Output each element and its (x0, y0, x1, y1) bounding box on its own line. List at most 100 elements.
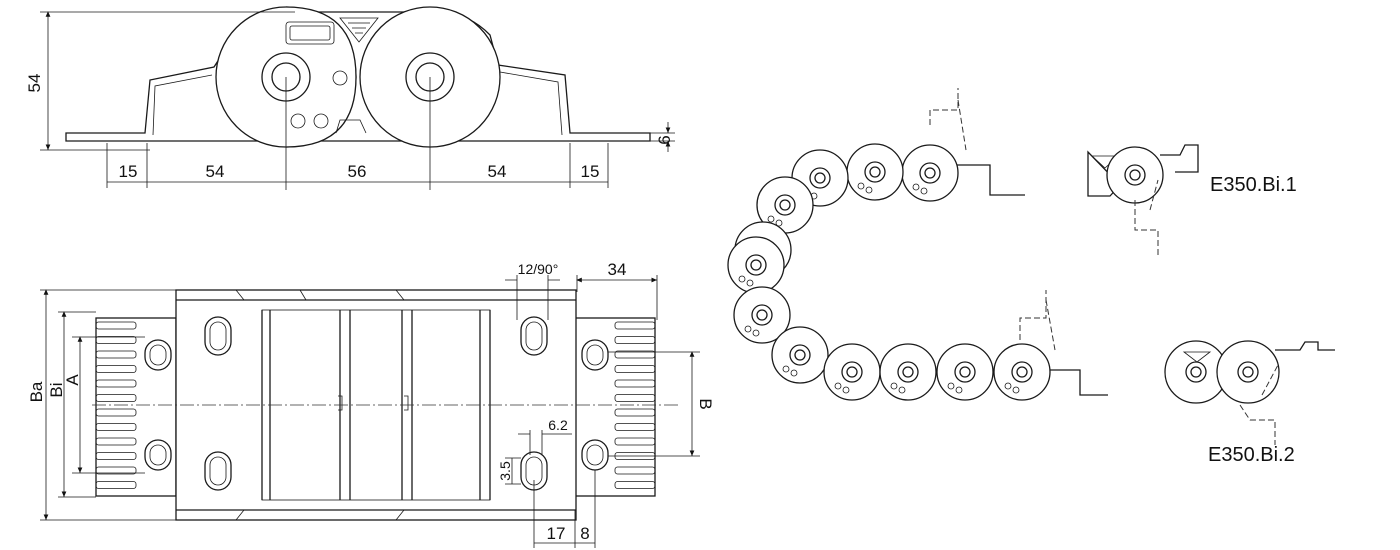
dim-56: 56 (348, 162, 367, 181)
chain-link-disc (993, 343, 1051, 401)
chain-link-hole (955, 386, 963, 394)
chain-link-disc (727, 236, 785, 294)
chain-link-hole (947, 382, 955, 390)
left-comb (95, 317, 177, 497)
chain-link-hole (1004, 382, 1012, 390)
chain-link-disc (936, 343, 994, 401)
comb-tooth (614, 365, 656, 373)
variant-e350-bi-1: E350.Bi.1 (1087, 144, 1297, 258)
comb-tooth (95, 394, 137, 402)
comb-tooth (95, 379, 137, 388)
comb-tooth (95, 365, 137, 373)
top-view: Ba Bi A B 12/90° 34 6.2 3.5 17 8 (27, 260, 715, 548)
chain-link-bore (846, 366, 858, 378)
comb-tooth (95, 350, 137, 359)
dim-bi: Bi (47, 382, 66, 397)
chain-link-pin (841, 361, 863, 383)
chain-assembly (727, 88, 1108, 401)
chain-link-bore (902, 366, 914, 378)
chain-link (993, 343, 1051, 401)
chain-link-bore (756, 309, 768, 321)
chain-link-hole (890, 382, 898, 390)
chain-link (823, 343, 881, 401)
chain-link-pin (745, 254, 767, 276)
comb-tooth (95, 452, 137, 460)
dim-b: B (696, 398, 715, 409)
chain-link-hole (775, 219, 783, 227)
chain-link (846, 143, 904, 201)
chain-link-bore (814, 172, 826, 184)
chain-link-bore (959, 366, 971, 378)
chain-link-disc (733, 286, 791, 344)
chain-link-bore (779, 199, 791, 211)
comb-tooth (95, 408, 137, 417)
chain-link-pin (897, 361, 919, 383)
chain-link (733, 286, 791, 344)
chain-link (901, 144, 959, 202)
dim-hole-w: 6.2 (548, 417, 568, 433)
chain-link-bore (750, 259, 762, 271)
side-view: 54 6 15 54 56 54 15 (25, 6, 675, 190)
dim-8: 8 (580, 524, 589, 543)
comb-tooth (95, 336, 137, 344)
chain-link-disc (823, 343, 881, 401)
chain-link-pin (1011, 361, 1033, 383)
comb-tooth (614, 437, 656, 446)
chain-link-bore (794, 349, 806, 361)
chain-link-hole (738, 275, 746, 283)
chain-link (879, 343, 937, 401)
chain-link-hole (782, 365, 790, 373)
variant-2-label: E350.Bi.2 (1208, 444, 1295, 466)
dim-15-left: 15 (119, 162, 138, 181)
chain-link-pin (789, 344, 811, 366)
comb-tooth (95, 466, 137, 475)
chain-link-hole (767, 215, 775, 223)
chain-link-hole (752, 329, 760, 337)
chain-link-bore (924, 167, 936, 179)
chain-link-hole (857, 182, 865, 190)
comb-tooth (614, 379, 656, 388)
dim-width: 34 (608, 260, 627, 279)
chain-link-disc (771, 326, 829, 384)
chain-link-hole (920, 187, 928, 195)
chain-link-disc (846, 143, 904, 201)
chain-link-hole (898, 386, 906, 394)
comb-tooth (614, 350, 656, 359)
chain-link-hole (842, 386, 850, 394)
comb-tooth (95, 437, 137, 446)
chain-link-hole (744, 325, 752, 333)
chain-link-pin (954, 361, 976, 383)
chain-link-disc (879, 343, 937, 401)
chain-link-hole (865, 186, 873, 194)
chain-link-pin (919, 162, 941, 184)
chain-link-hole (1012, 386, 1020, 394)
comb-tooth (614, 466, 656, 475)
chain-link-hole (912, 183, 920, 191)
dim-15-right: 15 (581, 162, 600, 181)
height-dim: 54 (25, 74, 44, 93)
comb-tooth (614, 321, 656, 330)
chain-link (936, 343, 994, 401)
dim-ba: Ba (27, 381, 46, 402)
dim-hole-h: 3.5 (497, 461, 513, 481)
dim-54-left: 54 (206, 162, 225, 181)
comb-tooth (614, 408, 656, 417)
chain-link-hole (790, 369, 798, 377)
comb-tooth (95, 481, 137, 489)
thickness-dim: 6 (655, 135, 674, 144)
right-comb (574, 317, 656, 497)
chain-link-hole (746, 279, 754, 287)
bottom-dimension-labels: 15 54 56 54 15 (119, 162, 600, 181)
comb-tooth (614, 336, 656, 344)
chain-link-bore (869, 166, 881, 178)
dim-a: A (63, 374, 82, 386)
chain-link-hole (834, 382, 842, 390)
comb-tooth (614, 394, 656, 402)
comb-tooth (95, 423, 137, 431)
chain-link-bore (1016, 366, 1028, 378)
chain-link-disc (901, 144, 959, 202)
variant-e350-bi-2: E350.Bi.2 (1164, 340, 1335, 466)
comb-tooth (614, 423, 656, 431)
dim-17: 17 (547, 524, 566, 543)
